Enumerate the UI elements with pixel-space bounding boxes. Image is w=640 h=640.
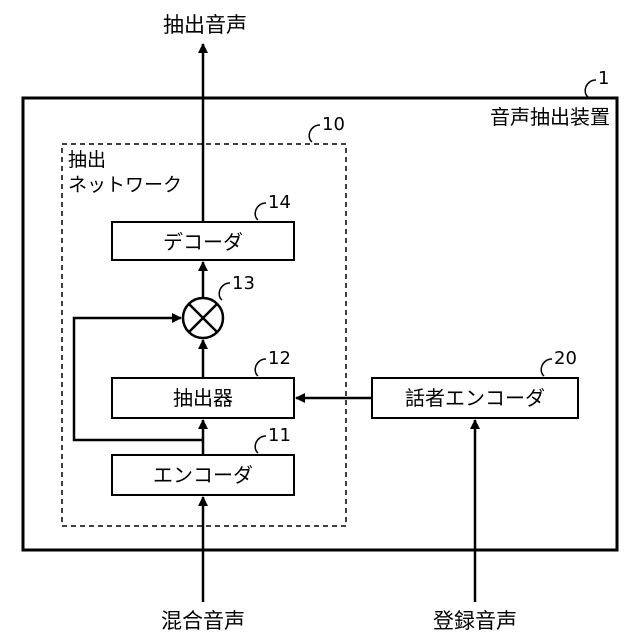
multiplier-node [183,298,223,338]
decoder-ref-leader [255,203,266,220]
speaker-encoder-label: 話者エンコーダ [405,386,545,410]
device-ref: 1 [598,68,609,89]
enrolled-input-label: 登録音声 [433,609,517,633]
extractor-ref: 12 [268,348,291,369]
device-label: 音声抽出装置 [490,105,610,129]
network-ref: 10 [322,114,345,135]
mixed-input-label: 混合音声 [161,609,245,633]
encoder-ref-leader [255,436,266,453]
device-ref-leader [585,80,596,97]
network-label-line1: 抽出 [68,149,106,171]
multiplier-ref-leader [219,283,230,300]
network-ref-leader [309,125,320,142]
encoder-label: エンコーダ [153,463,253,487]
output-label: 抽出音声 [163,13,247,37]
decoder-label: デコーダ [163,230,243,254]
extractor-label: 抽出器 [173,386,233,410]
multiplier-ref: 13 [232,273,255,294]
network-label-line2: ネットワーク [68,174,182,196]
decoder-ref: 14 [268,192,291,213]
encoder-ref: 11 [268,425,291,446]
speaker-encoder-ref: 20 [554,348,577,369]
extractor-ref-leader [255,359,266,376]
speaker-encoder-ref-leader [541,359,552,376]
